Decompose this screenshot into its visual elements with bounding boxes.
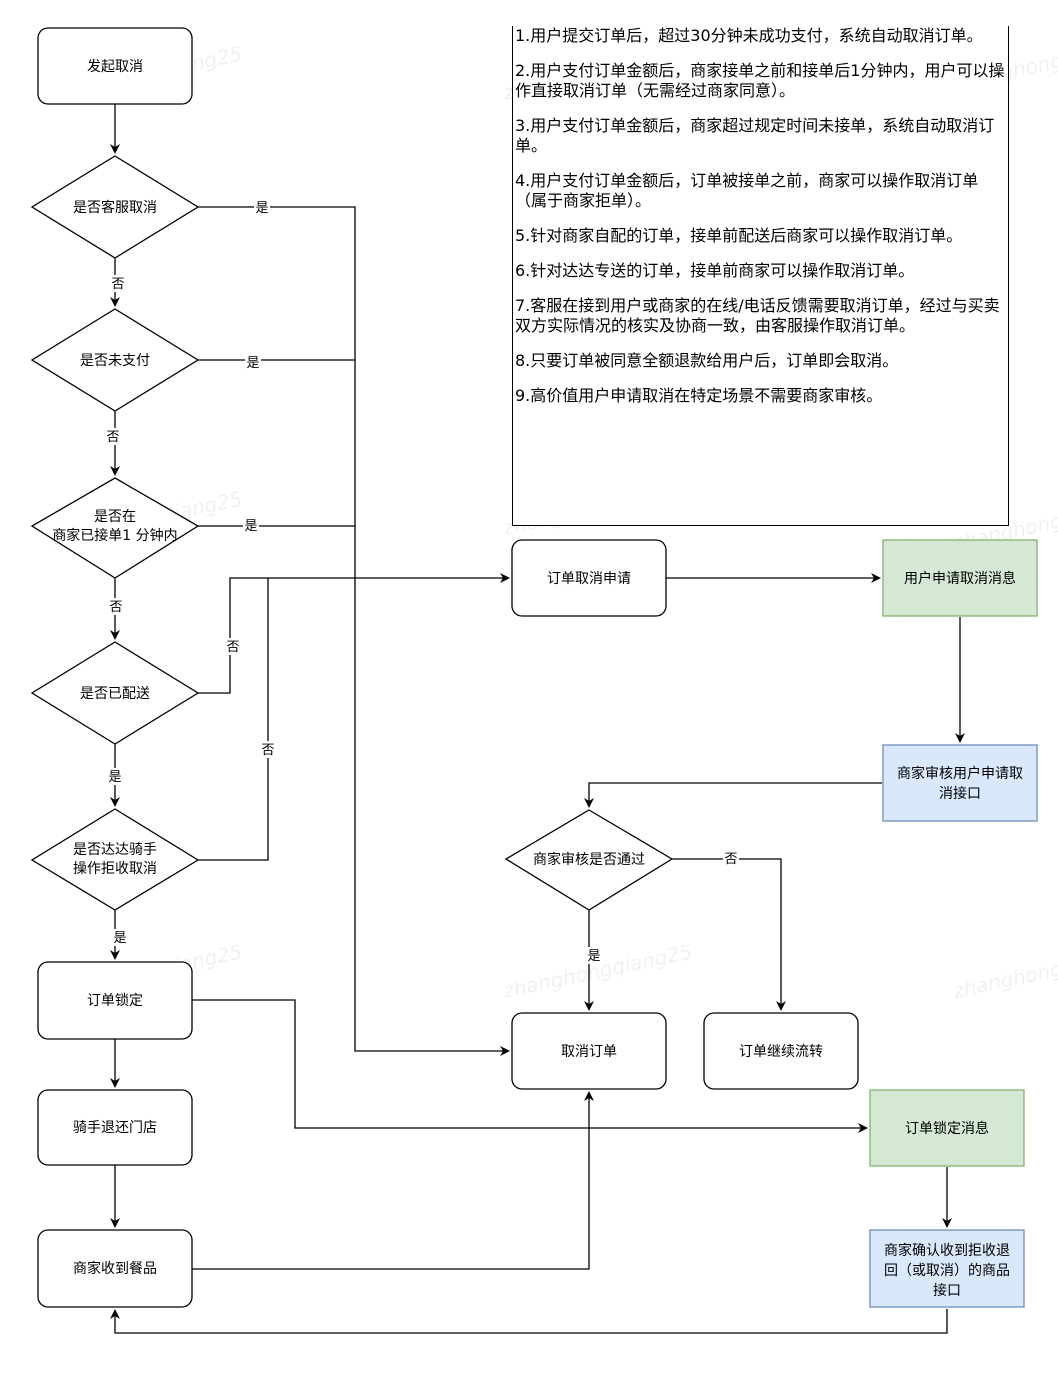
rule-item: 7.客服在接到用户或商家的在线/电话反馈需要取消订单，经过与买卖双方实际情况的核… — [515, 296, 1000, 335]
node-confirm-receive-api-line1: 商家确认收到拒收退 — [884, 1242, 1010, 1259]
node-confirm-receive-api[interactable]: 商家确认收到拒收退 回（或取消）的商品 接口 — [869, 1229, 1025, 1308]
node-cancel-order[interactable]: 取消订单 — [511, 1012, 667, 1090]
decision-rider-reject-line1: 是否达达骑手 — [73, 842, 157, 858]
decision-unpaid[interactable]: 是否未支付 — [30, 308, 200, 412]
node-merchant-receive[interactable]: 商家收到餐品 — [37, 1229, 193, 1308]
edge-label-yes: 是 — [113, 931, 126, 946]
node-start-label: 发起取消 — [87, 59, 143, 75]
decision-within-minute-line1: 是否在 — [94, 509, 136, 525]
edge-receive-to-cancel — [192, 1091, 594, 1270]
node-merchant-receive-label: 商家收到餐品 — [73, 1260, 157, 1277]
cancel-rules-note: 1.用户提交订单后，超过30分钟未成功支付，系统自动取消订单。 2.用户支付订单… — [512, 26, 1009, 526]
node-merchant-review-api[interactable]: 商家审核用户申请取 消接口 — [882, 744, 1038, 822]
node-confirm-receive-api-line3: 接口 — [933, 1282, 961, 1299]
rule-item: 8.只要订单被同意全额退款给用户后，订单即会取消。 — [515, 351, 899, 370]
rule-item: 2.用户支付订单金额后，商家接单之前和接单后1分钟内，用户可以操作直接取消订单（… — [515, 61, 1005, 100]
decision-within-minute-line2: 商家已接单1 分钟内 — [52, 527, 177, 544]
edge-lock-to-lockmsg — [192, 999, 868, 1133]
edge-label-no: 否 — [106, 430, 119, 445]
node-rider-return-label: 骑手退还门店 — [73, 1120, 157, 1136]
decision-cs-cancel[interactable]: 是否客服取消 — [30, 155, 200, 259]
node-merchant-review-api-line1: 商家审核用户申请取 — [897, 765, 1023, 782]
node-continue-flow-label: 订单继续流转 — [739, 1043, 823, 1060]
node-cancel-apply[interactable]: 订单取消申请 — [511, 539, 667, 617]
watermark: zhanghongqiang25 — [950, 939, 1058, 1003]
node-user-cancel-msg-label: 用户申请取消消息 — [904, 570, 1016, 587]
edge-delivered-no-to-apply — [198, 573, 510, 694]
edge-label-yes: 是 — [108, 770, 121, 785]
edges — [110, 104, 965, 1334]
node-rider-return[interactable]: 骑手退还门店 — [37, 1089, 193, 1166]
rule-item: 9.高价值用户申请取消在特定场景不需要商家审核。 — [515, 386, 883, 405]
node-confirm-receive-api-line2: 回（或取消）的商品 — [884, 1263, 1010, 1279]
edge-api-to-review — [584, 782, 882, 808]
node-order-lock-label: 订单锁定 — [87, 993, 143, 1009]
edge-label-no: 否 — [724, 852, 737, 867]
node-start[interactable]: 发起取消 — [37, 27, 193, 105]
decision-rider-reject[interactable]: 是否达达骑手 操作拒收取消 — [30, 808, 200, 911]
decision-rider-reject-line2: 操作拒收取消 — [73, 861, 157, 877]
decision-within-minute[interactable]: 是否在 商家已接单1 分钟内 — [30, 477, 200, 579]
node-order-lock-msg[interactable]: 订单锁定消息 — [869, 1089, 1025, 1167]
rule-item: 3.用户支付订单金额后，商家超过规定时间未接单，系统自动取消订单。 — [515, 116, 995, 155]
edge-yes-trunk-to-cancel — [198, 206, 510, 1056]
decision-review-pass-label: 商家审核是否通过 — [533, 851, 645, 868]
decision-delivered[interactable]: 是否已配送 — [30, 641, 200, 745]
edge-label-no: 否 — [226, 640, 239, 655]
edge-label-yes: 是 — [255, 201, 268, 216]
edge-label-yes: 是 — [587, 949, 600, 964]
node-merchant-review-api-line2: 消接口 — [939, 785, 981, 802]
edge-label-yes: 是 — [246, 356, 259, 371]
node-user-cancel-msg[interactable]: 用户申请取消消息 — [882, 539, 1038, 617]
node-continue-flow[interactable]: 订单继续流转 — [703, 1012, 859, 1090]
rule-item: 4.用户支付订单金额后，订单被接单之前，商家可以操作取消订单（属于商家拒单）。 — [515, 171, 979, 210]
edge-confirm-to-receive — [110, 1309, 948, 1334]
edge-label-no: 否 — [261, 743, 274, 758]
decision-unpaid-label: 是否未支付 — [80, 353, 150, 369]
node-order-lock[interactable]: 订单锁定 — [37, 961, 193, 1040]
edge-label-no: 否 — [111, 277, 124, 292]
decision-review-pass[interactable]: 商家审核是否通过 — [504, 809, 674, 911]
edge-label-yes: 是 — [244, 519, 257, 534]
node-cancel-apply-label: 订单取消申请 — [547, 571, 631, 587]
rule-item: 1.用户提交订单后，超过30分钟未成功支付，系统自动取消订单。 — [515, 26, 983, 45]
node-cancel-order-label: 取消订单 — [561, 1044, 617, 1060]
edge-label-no: 否 — [109, 600, 122, 615]
decision-cs-cancel-label: 是否客服取消 — [73, 199, 157, 216]
node-order-lock-msg-label: 订单锁定消息 — [905, 1120, 989, 1137]
edge-rider-no — [198, 578, 269, 861]
edge-review-no — [672, 858, 786, 1011]
rule-item: 5.针对商家自配的订单，接单前配送后商家可以操作取消订单。 — [515, 226, 963, 245]
rule-item: 6.针对达达专送的订单，接单前商家可以操作取消订单。 — [515, 261, 915, 280]
edge-labels: 是 否 是 否 是 否 否 否 是 是 是 否 — [105, 199, 739, 964]
decision-delivered-label: 是否已配送 — [80, 686, 150, 702]
